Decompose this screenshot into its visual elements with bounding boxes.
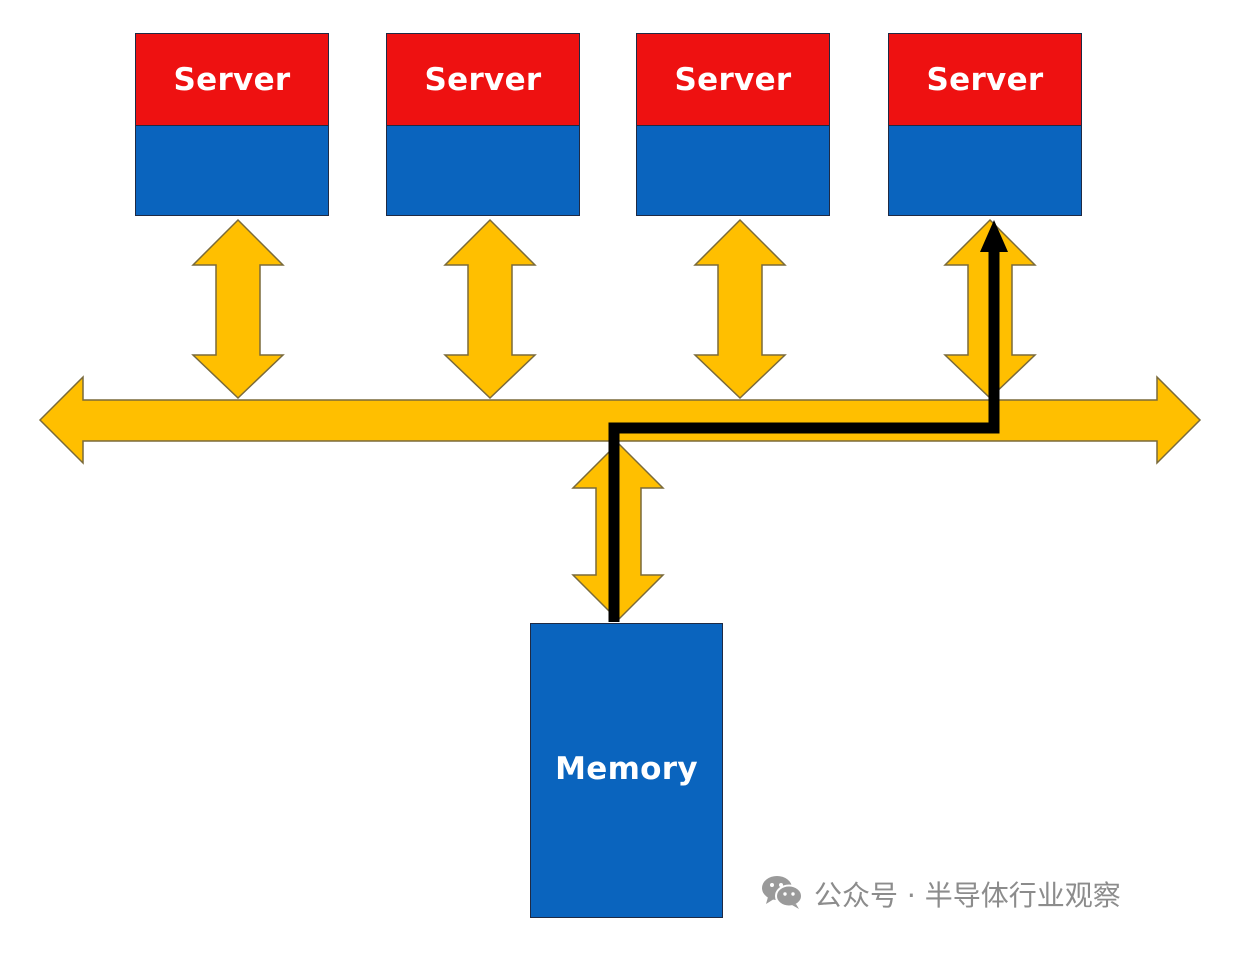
server-3-body [637,126,829,215]
server-4-header: Server [889,34,1081,126]
server-2-label: Server [424,61,542,98]
server-3: Server [636,33,830,216]
server-2-header: Server [387,34,579,126]
watermark: 公众号 · 半导体行业观察 [760,872,1121,916]
server-link-arrow-1 [191,218,285,400]
wechat-icon [760,873,804,915]
server-3-header: Server [637,34,829,126]
server-3-label: Server [674,61,792,98]
watermark-text: 公众号 · 半导体行业观察 [814,879,1121,912]
server-link-arrow-2 [443,218,537,400]
server-2: Server [386,33,580,216]
server-1-header: Server [136,34,328,126]
server-1-label: Server [173,61,291,98]
server-4-body [889,126,1081,215]
server-1-body [136,126,328,215]
server-4-label: Server [926,61,1044,98]
data-path-arrowhead [980,220,1008,252]
memory-block: Memory [530,623,723,918]
data-path-line [608,248,1000,622]
server-1: Server [135,33,329,216]
bus-arrow [38,375,1202,465]
server-4: Server [888,33,1082,216]
memory-label: Memory [555,750,698,787]
server-link-arrow-3 [693,218,787,400]
server-2-body [387,126,579,215]
